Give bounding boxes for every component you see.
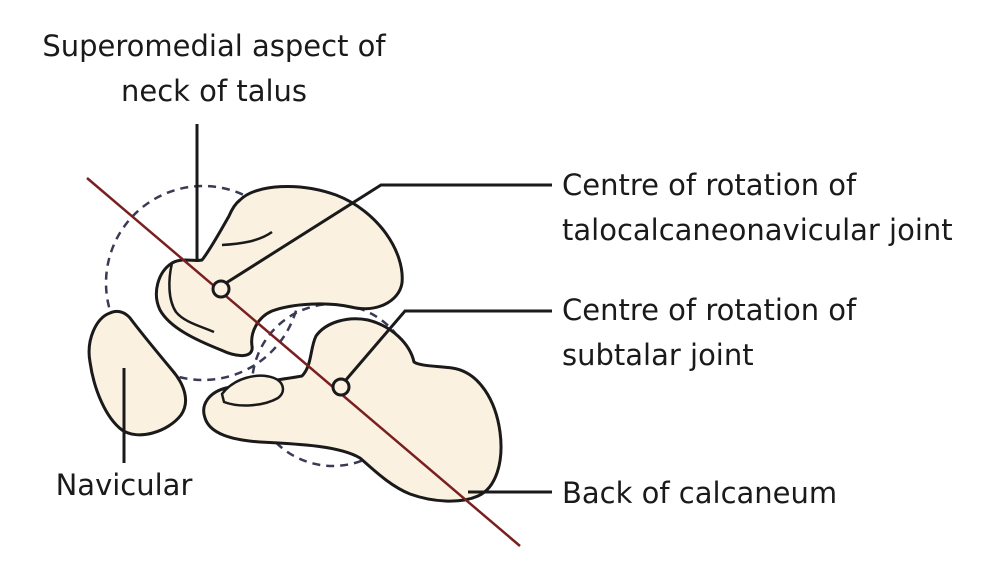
subtalar-label-line2: subtalar joint bbox=[562, 338, 754, 372]
sustentaculum-contour bbox=[220, 374, 285, 407]
subtalar-centre-marker bbox=[331, 377, 351, 397]
subtalar-label-line1: Centre of rotation of bbox=[562, 293, 857, 327]
calcaneum-label: Back of calcaneum bbox=[562, 476, 837, 510]
subtalar-leader bbox=[343, 309, 552, 382]
navicular-label: Navicular bbox=[56, 468, 193, 502]
tcn-leader bbox=[225, 183, 552, 285]
talar-neck-contour bbox=[221, 230, 273, 247]
talar-head-contour bbox=[168, 262, 215, 334]
joint-axis-line bbox=[86, 177, 521, 547]
tcn-label-line2: talocalcaneonavicular joint bbox=[562, 213, 953, 247]
tcn-label-line1: Centre of rotation of bbox=[562, 168, 857, 202]
navicular-bone bbox=[87, 309, 188, 437]
tcn-centre-marker bbox=[211, 279, 231, 299]
talus-neck-label-line1: Superomedial aspect of bbox=[42, 29, 386, 63]
talus-bone bbox=[155, 184, 404, 357]
talus-neck-label-line2: neck of talus bbox=[121, 74, 307, 108]
